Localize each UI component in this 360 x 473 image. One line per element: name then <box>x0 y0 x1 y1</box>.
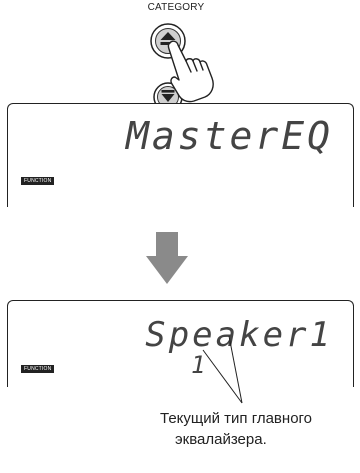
pressing-hand-icon <box>167 40 214 103</box>
caption-line-1: Текущий тип главного <box>160 410 313 427</box>
arrow-down-large-icon <box>146 232 188 284</box>
caption-line-2: эквалайзера. <box>175 431 267 448</box>
arrow-down-icon <box>161 90 175 102</box>
display-after: Speaker1 FUNCTION 1 <box>7 300 354 387</box>
display-value: 1 <box>191 351 206 379</box>
function-badge: FUNCTION <box>21 365 55 373</box>
arrow-up-icon <box>160 32 176 45</box>
caption: Текущий тип главного эквалайзера. <box>160 408 360 450</box>
display-text-mastereq: MasterEQ <box>125 114 333 158</box>
function-badge: FUNCTION <box>21 177 55 185</box>
category-label: CATEGORY <box>147 2 205 13</box>
display-before: MasterEQ FUNCTION <box>7 103 354 207</box>
display-text-speaker1: Speaker1 <box>145 315 333 355</box>
category-buttons-illustration <box>150 23 214 112</box>
